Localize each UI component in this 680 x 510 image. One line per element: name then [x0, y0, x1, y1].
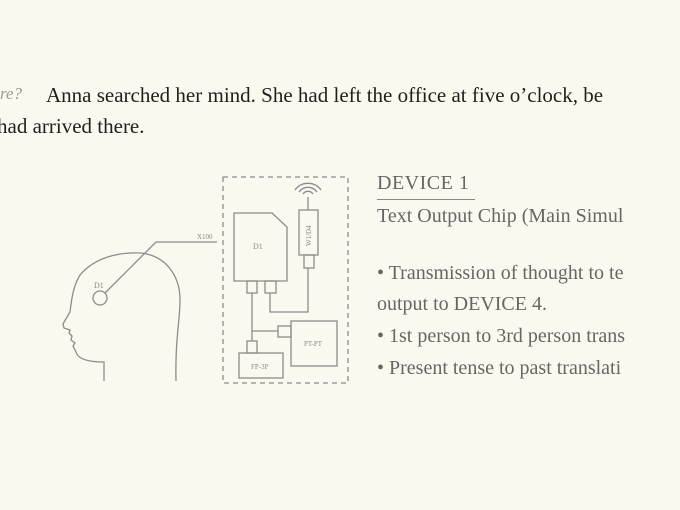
device-bullet: • Transmission of thought to te	[377, 262, 624, 284]
device-bullet: • Present tense to past translati	[377, 357, 622, 379]
ptpt-connector	[277, 325, 292, 338]
chip-connector-left	[246, 280, 258, 294]
ptpt-box	[290, 320, 338, 367]
wifi-icon	[294, 182, 322, 195]
implant-circle	[92, 290, 108, 306]
story-line-1: Anna searched her mind. She had left the…	[46, 83, 604, 107]
head-label: D1	[94, 281, 104, 290]
device-title: DEVICE 1	[377, 172, 475, 200]
head-outline	[62, 252, 181, 382]
device-bullet: output to DEVICE 4.	[377, 293, 547, 315]
fp3p-box	[238, 352, 284, 379]
fp3p-label: FP-3P	[251, 363, 269, 371]
chip-connector-right	[264, 280, 277, 294]
antenna-label: W1/D4	[305, 225, 313, 246]
link-line	[104, 241, 217, 294]
link-label: X100	[197, 233, 213, 241]
story-line-2: had arrived there.	[0, 114, 145, 138]
antenna-connector	[303, 254, 315, 269]
device-bullet: • 1st person to 3rd person trans	[377, 325, 626, 347]
device-subtitle: Text Output Chip (Main Simul	[377, 205, 624, 227]
device-boundary	[222, 176, 349, 384]
fp3p-connector	[246, 340, 258, 354]
margin-note: re?	[0, 84, 23, 103]
ptpt-label: PT-PT	[304, 340, 323, 348]
chip-d1	[233, 212, 288, 282]
chip-label: D1	[253, 242, 263, 251]
